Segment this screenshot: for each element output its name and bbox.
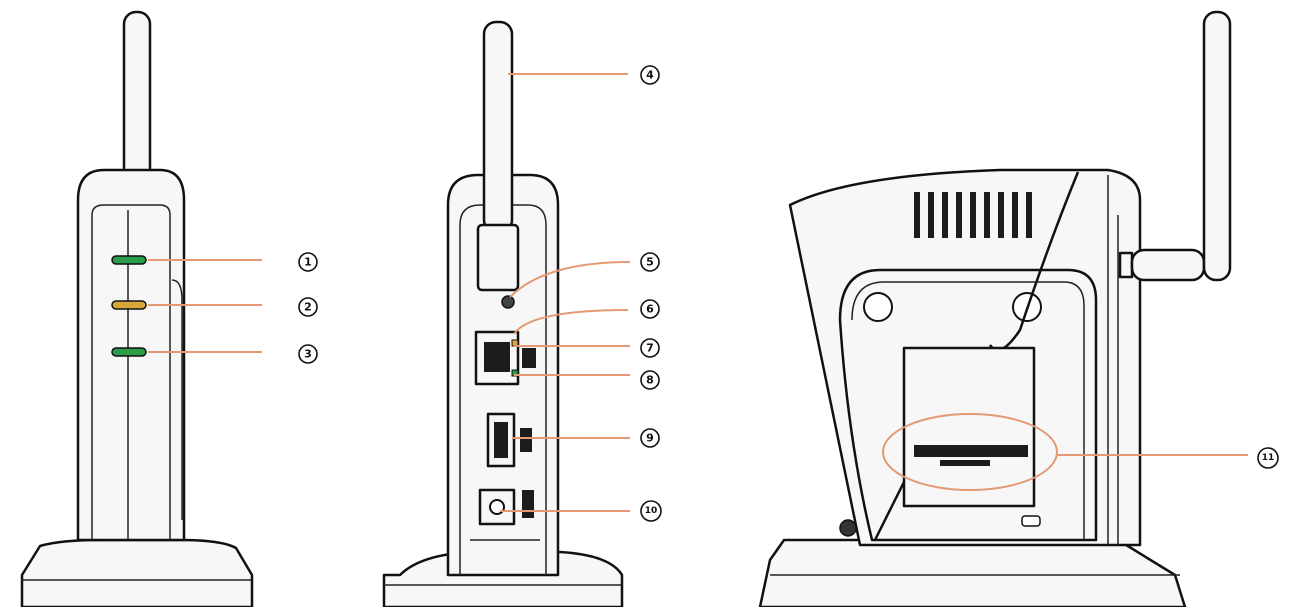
- callout-11: 11: [1257, 447, 1279, 469]
- antenna-hinge: [1130, 248, 1206, 282]
- svg-text:5: 5: [646, 256, 654, 269]
- front-base: [20, 538, 254, 607]
- front-view: [20, 10, 254, 607]
- serial-number: [940, 460, 990, 466]
- barcode: [914, 445, 1028, 457]
- mount-hole-left: [863, 292, 893, 322]
- back-base: [382, 550, 624, 607]
- leader-lines: [148, 73, 1248, 512]
- svg-text:4: 4: [646, 69, 654, 82]
- screw: [839, 519, 857, 537]
- reset-button: [501, 295, 515, 309]
- product-label: [902, 346, 1036, 508]
- callout-2: 2: [298, 297, 318, 317]
- callout-4: 4: [640, 65, 660, 85]
- back-view: [382, 20, 624, 607]
- led-status: [111, 300, 147, 310]
- callout-5: 5: [640, 252, 660, 272]
- svg-text:3: 3: [304, 348, 312, 361]
- callout-7: 7: [640, 338, 660, 358]
- vent-slots: [914, 192, 1032, 238]
- ethernet-socket: [484, 342, 510, 372]
- eth-label: [522, 348, 536, 368]
- svg-text:1: 1: [304, 256, 312, 269]
- svg-text:9: 9: [646, 432, 654, 445]
- power-label: [522, 490, 534, 518]
- callout-10: 10: [640, 500, 662, 522]
- antenna-connector: [1118, 251, 1134, 279]
- callout-6: 6: [640, 299, 660, 319]
- svg-text:7: 7: [646, 342, 654, 355]
- svg-text:11: 11: [1262, 453, 1275, 463]
- io-label: [520, 428, 532, 452]
- callout-1: 1: [298, 252, 318, 272]
- antenna-mount: [476, 223, 520, 292]
- callout-9: 9: [640, 428, 660, 448]
- front-antenna: [122, 10, 152, 184]
- side-view: [758, 10, 1232, 607]
- svg-text:6: 6: [646, 303, 654, 316]
- callout-8: 8: [640, 370, 660, 390]
- led-power: [111, 255, 147, 265]
- io-socket: [494, 422, 508, 458]
- svg-text:2: 2: [304, 301, 312, 314]
- side-base: [758, 538, 1187, 607]
- lock-slot: [1021, 515, 1041, 527]
- svg-text:8: 8: [646, 374, 654, 387]
- back-antenna: [482, 20, 514, 234]
- side-antenna: [1202, 10, 1232, 282]
- led-wlan: [111, 347, 147, 357]
- svg-text:10: 10: [645, 506, 658, 516]
- callout-3: 3: [298, 344, 318, 364]
- label-highlight: [882, 413, 1058, 491]
